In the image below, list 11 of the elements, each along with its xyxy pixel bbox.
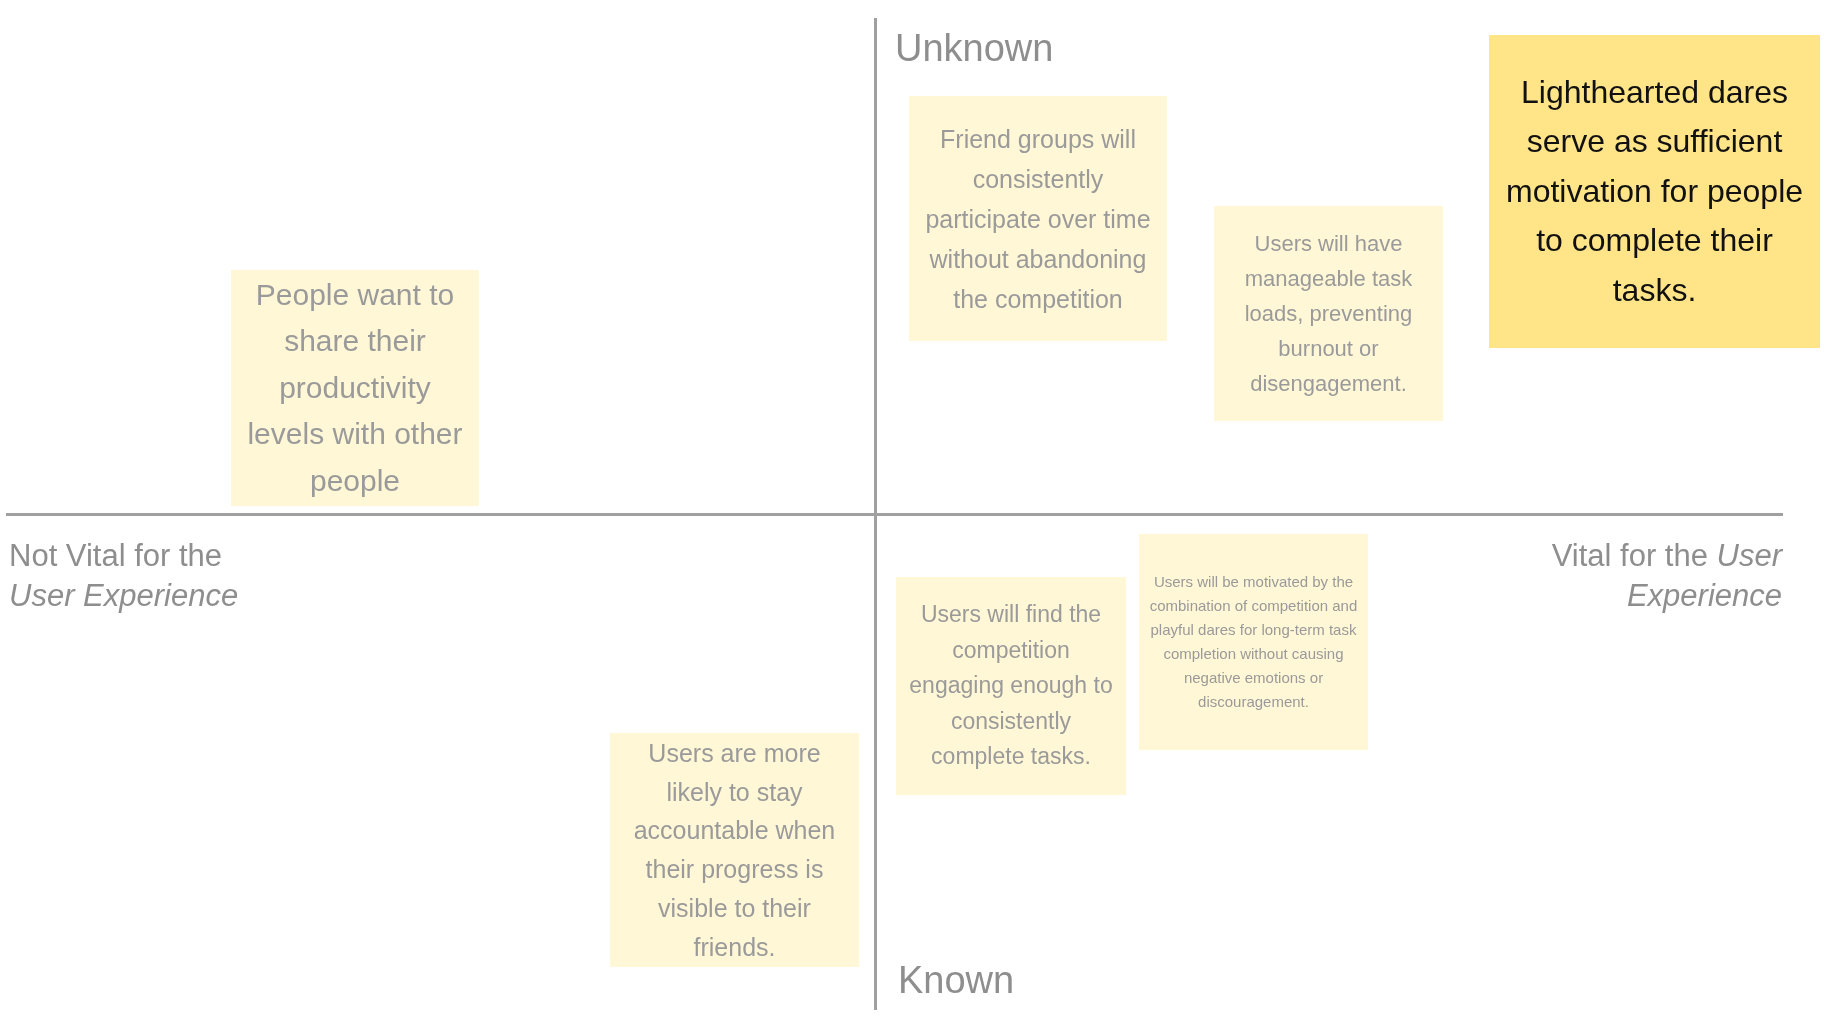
sticky-note: Users will be motivated by the combination of competition and playful dares for long-term task completion without causing negative emotions or discouragement. bbox=[1139, 534, 1368, 750]
sticky-note: Users will have manageable task loads, preventing burnout or disengagement. bbox=[1214, 206, 1443, 421]
sticky-note: Users are more likely to stay accountable when their progress is visible to their friends. bbox=[610, 733, 859, 967]
axis-label: Vital for the User Experience bbox=[1550, 537, 1782, 616]
axis-label: Known bbox=[898, 958, 1016, 1003]
sticky-note: Friend groups will consistently participate over time without abandoning the competition bbox=[909, 96, 1167, 341]
axis-label: Unknown bbox=[895, 26, 1055, 71]
sticky-note: People want to share their productivity levels with other people bbox=[231, 270, 479, 506]
sticky-note: Lighthearted dares serve as sufficient motivation for people to complete their tasks. bbox=[1489, 35, 1820, 348]
sticky-note: Users will find the competition engaging enough to consistently complete tasks. bbox=[896, 577, 1126, 795]
axis-label: Not Vital for the User Experience bbox=[9, 537, 240, 616]
